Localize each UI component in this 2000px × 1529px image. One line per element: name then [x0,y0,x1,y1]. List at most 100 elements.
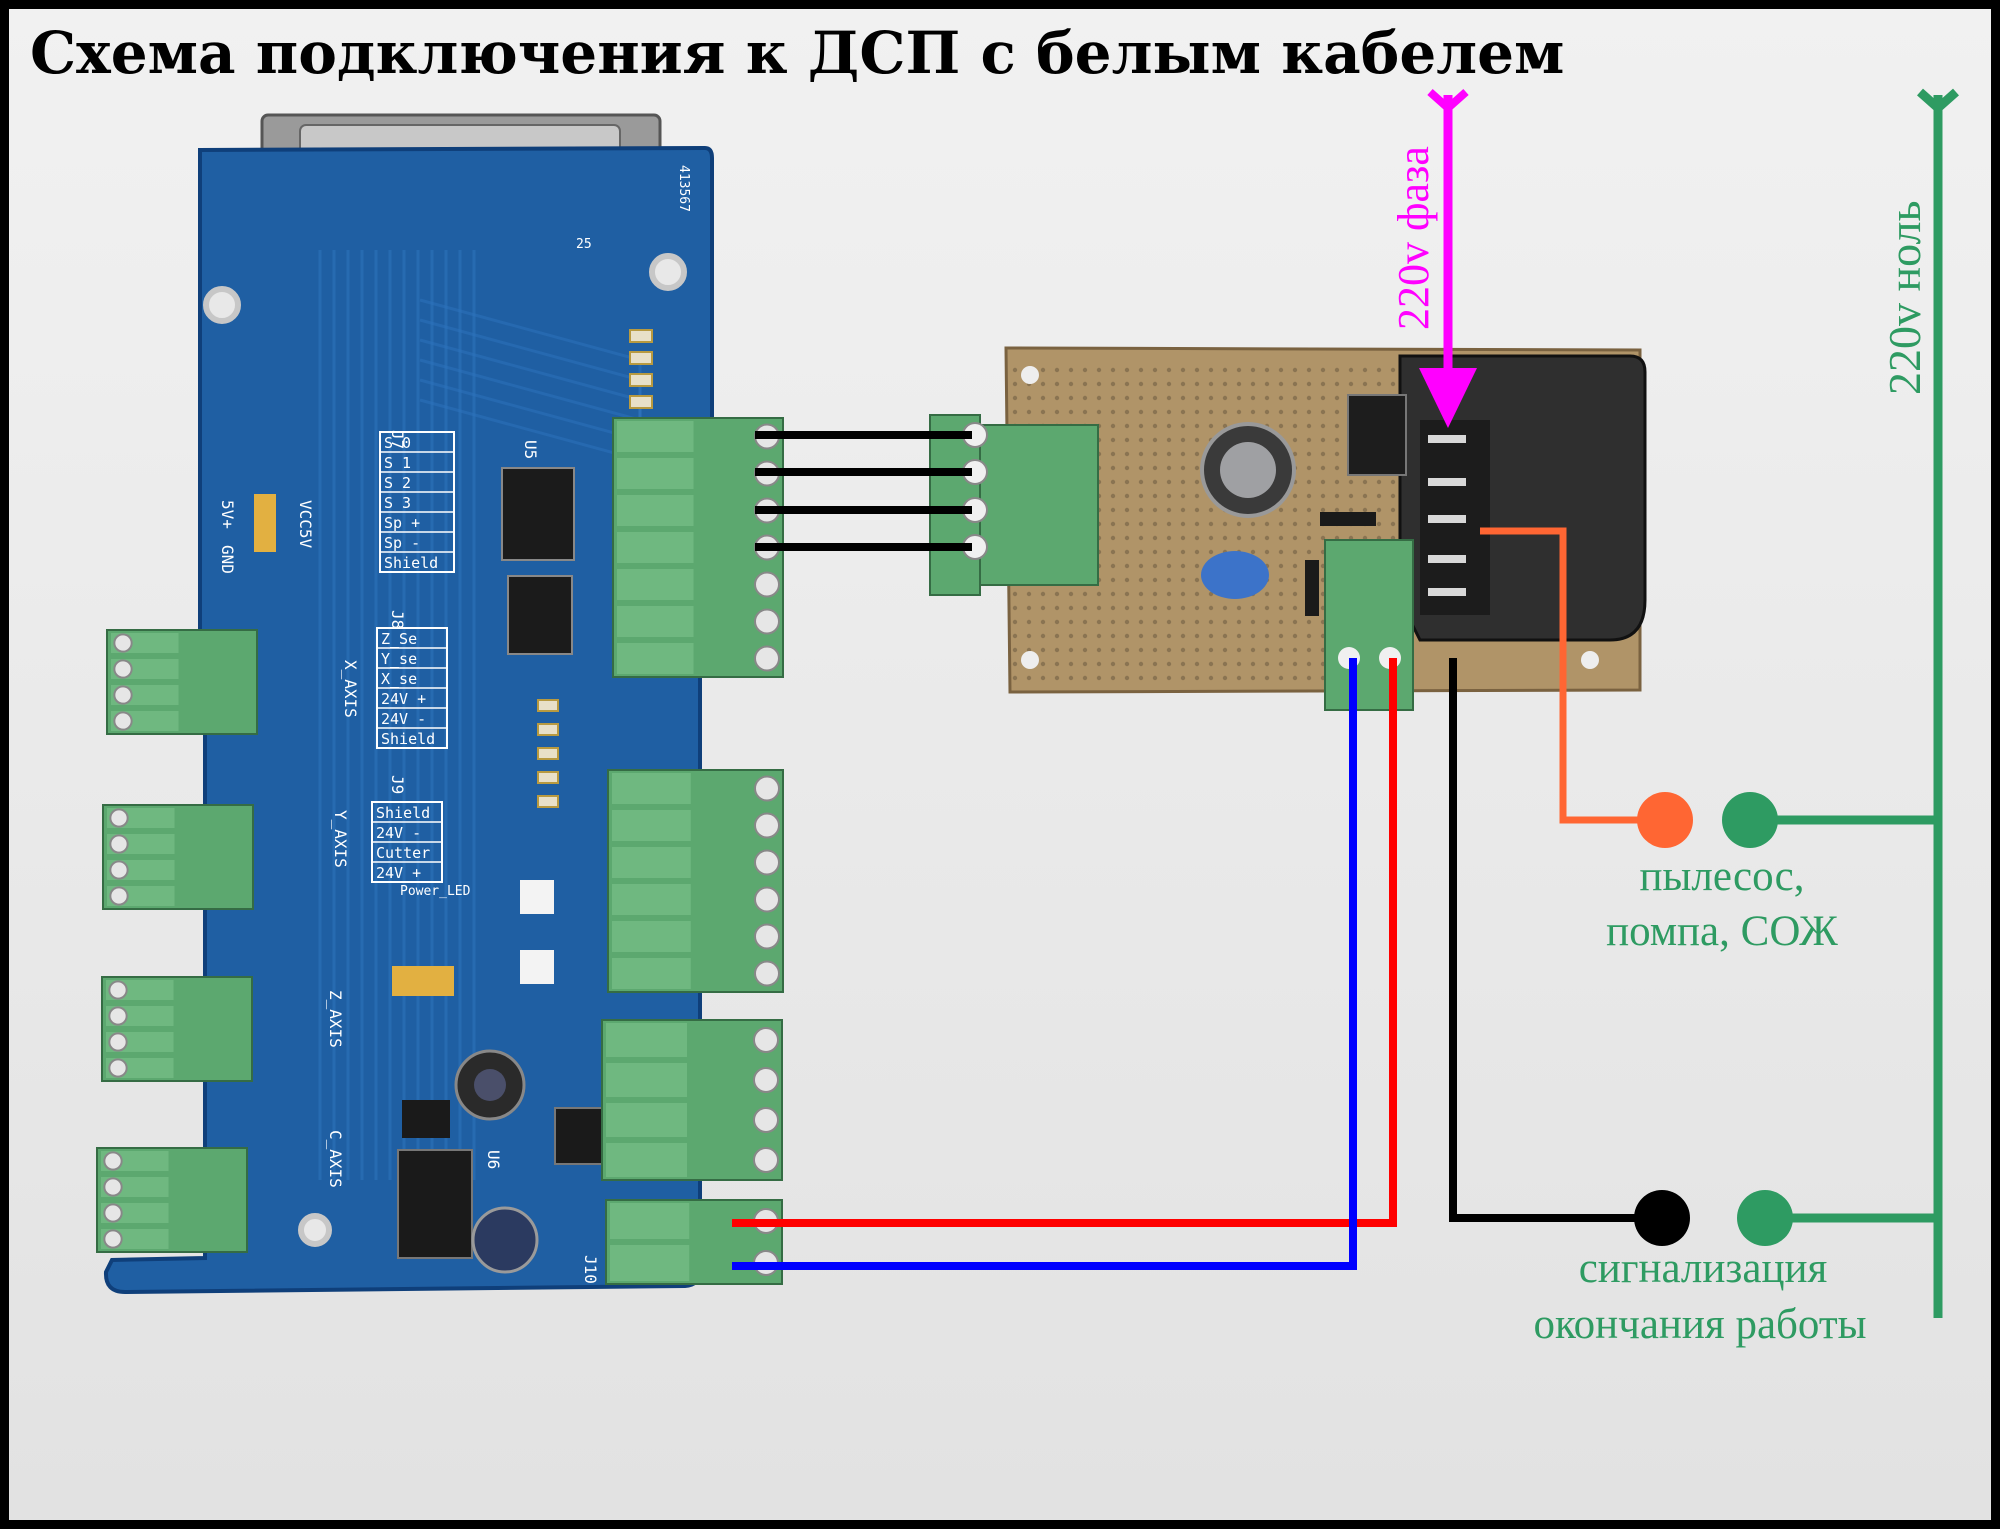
silk-table-border [379,431,455,573]
perfboard-hole [1152,465,1158,471]
perfboard-hole [1250,675,1256,681]
perfboard-hole [1040,675,1046,681]
perfboard-hole [1278,395,1284,401]
terminal-screw [108,980,128,1000]
perfboard-hole [1264,535,1270,541]
perfboard-hole [1208,661,1214,667]
perfboard-hole [1236,633,1242,639]
terminal-screw [103,1177,123,1197]
perfboard-hole [1110,507,1116,513]
perfboard-hole [1068,591,1074,597]
perfboard-hole [1068,395,1074,401]
perfboard-hole [1236,395,1242,401]
perfboard-hole [1180,633,1186,639]
perfboard-hole [1264,633,1270,639]
perfboard-hole [1250,605,1256,611]
perfboard-hole [1124,549,1130,555]
perfboard-hole [1166,409,1172,415]
perfboard-hole [1124,521,1130,527]
perfboard-hole [1320,493,1326,499]
perfboard-hole [1264,647,1270,653]
perfboard-hole [1194,493,1200,499]
perfboard-hole [1166,367,1172,373]
perfboard-hole [1152,479,1158,485]
perfboard-hole [1208,521,1214,527]
terminal-screw [103,1229,123,1249]
perfboard-hole [1138,577,1144,583]
perfboard-hole [1208,423,1214,429]
perfboard-hole [1138,605,1144,611]
perfboard-hole [1236,367,1242,373]
silk-pin-label: Shield [376,804,430,822]
silk-vcc5v: VCC5V [296,500,315,549]
perfboard-hole [1180,381,1186,387]
perfboard-hole [1166,563,1172,569]
chip-u5 [501,467,575,561]
perfboard-hole [1278,633,1284,639]
perfboard-hole [1334,437,1340,443]
perfboard-hole [1166,675,1172,681]
perfboard-hole [1320,381,1326,387]
perfboard-hole [1180,661,1186,667]
terminal-screw [753,1107,779,1133]
perfboard-hole [1180,479,1186,485]
perfboard-hole [1124,535,1130,541]
perfboard-hole [1068,661,1074,667]
perfboard-hole [1208,507,1214,513]
perfboard-hole [1068,619,1074,625]
perfboard-hole [1124,647,1130,653]
perfboard-hole [1292,423,1298,429]
perfboard-hole [1236,619,1242,625]
perfboard-hole [1110,367,1116,373]
perfboard-hole [1306,451,1312,457]
perfboard-hole [1278,605,1284,611]
perfboard-hole [1208,647,1214,653]
perfboard-hole [1194,395,1200,401]
relay-pins [1428,435,1466,596]
perfboard-hole [1110,549,1116,555]
perfboard-hole [1166,605,1172,611]
perfboard-hole [1180,409,1186,415]
perfboard-hole [1222,423,1228,429]
perfboard-hole [1124,409,1130,415]
perfboard-hole [1376,493,1382,499]
perfboard-hole [1278,563,1284,569]
perfboard-hole [1222,395,1228,401]
perfboard-hole [1292,521,1298,527]
perfboard-hole [1054,395,1060,401]
perfboard-hole [1292,661,1298,667]
perfboard-hole [1040,647,1046,653]
perfboard-hole [1222,409,1228,415]
silk-j7-label: J7 [388,430,407,449]
perfboard-hole [1124,577,1130,583]
silk-j9-label: J9 [388,775,407,794]
silk-pin-label: 24V - [376,824,421,842]
power-led-block [520,880,554,914]
perfboard-hole [1292,493,1298,499]
perfboard-hole [1320,479,1326,485]
terminal-screw [754,923,780,950]
perfboard-hole [1082,675,1088,681]
perfboard-hole [1054,367,1060,373]
silk-pin-label: 24V - [381,710,426,728]
perfboard-hole [1110,633,1116,639]
perfboard-hole [1152,549,1158,555]
perfboard-hole [1096,661,1102,667]
signal-label-line-2: окончания работы [1533,1301,1866,1348]
perfboard-hole [1166,451,1172,457]
perfboard-hole [1012,633,1018,639]
perfboard-hole [1180,675,1186,681]
terminal-screw [109,886,129,906]
perfboard-hole [1334,493,1340,499]
perfboard-hole [1124,661,1130,667]
perfboard-hole [1012,661,1018,667]
perfboard-hole [1152,451,1158,457]
perfboard-hole [1264,367,1270,373]
perfboard-hole [1068,381,1074,387]
perfboard-hole [1054,591,1060,597]
perfboard-hole [1166,661,1172,667]
perfboard-hole [1152,521,1158,527]
perfboard-hole [1124,605,1130,611]
perfboard-hole [1138,647,1144,653]
